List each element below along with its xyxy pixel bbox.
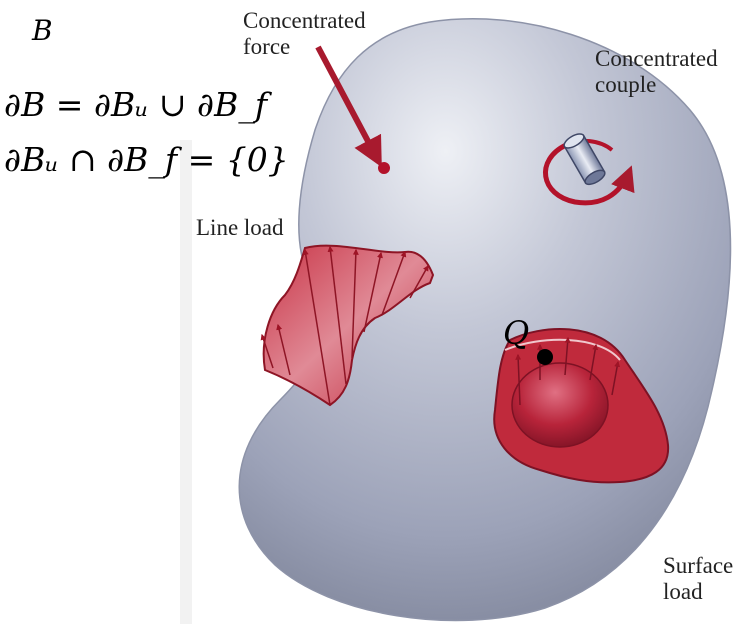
concentrated-couple-label-line1: Concentrated <box>595 46 718 72</box>
page-edge <box>180 140 192 624</box>
force-application-point <box>378 162 390 174</box>
concentrated-force-label-line1: Concentrated <box>243 8 366 34</box>
boundary-union-equation: ∂B = ∂Bᵤ ∪ ∂B_f <box>4 85 267 124</box>
surface-load-label: Surface load <box>663 553 733 605</box>
surface-load-label-line2: load <box>663 579 733 605</box>
boundary-intersection-equation: ∂Bᵤ ∩ ∂B_f = {0} <box>4 140 289 179</box>
concentrated-couple-label-line2: couple <box>595 72 718 98</box>
point-q-label: Q <box>503 314 529 352</box>
surface-load-label-line1: Surface <box>663 553 733 579</box>
body-symbol: B <box>32 14 53 47</box>
line-load-label: Line load <box>196 215 284 241</box>
concentrated-force-label-line2: force <box>243 34 366 60</box>
concentrated-couple-label: Concentrated couple <box>595 46 718 98</box>
point-q-dot <box>537 349 553 365</box>
concentrated-force-label: Concentrated force <box>243 8 366 60</box>
